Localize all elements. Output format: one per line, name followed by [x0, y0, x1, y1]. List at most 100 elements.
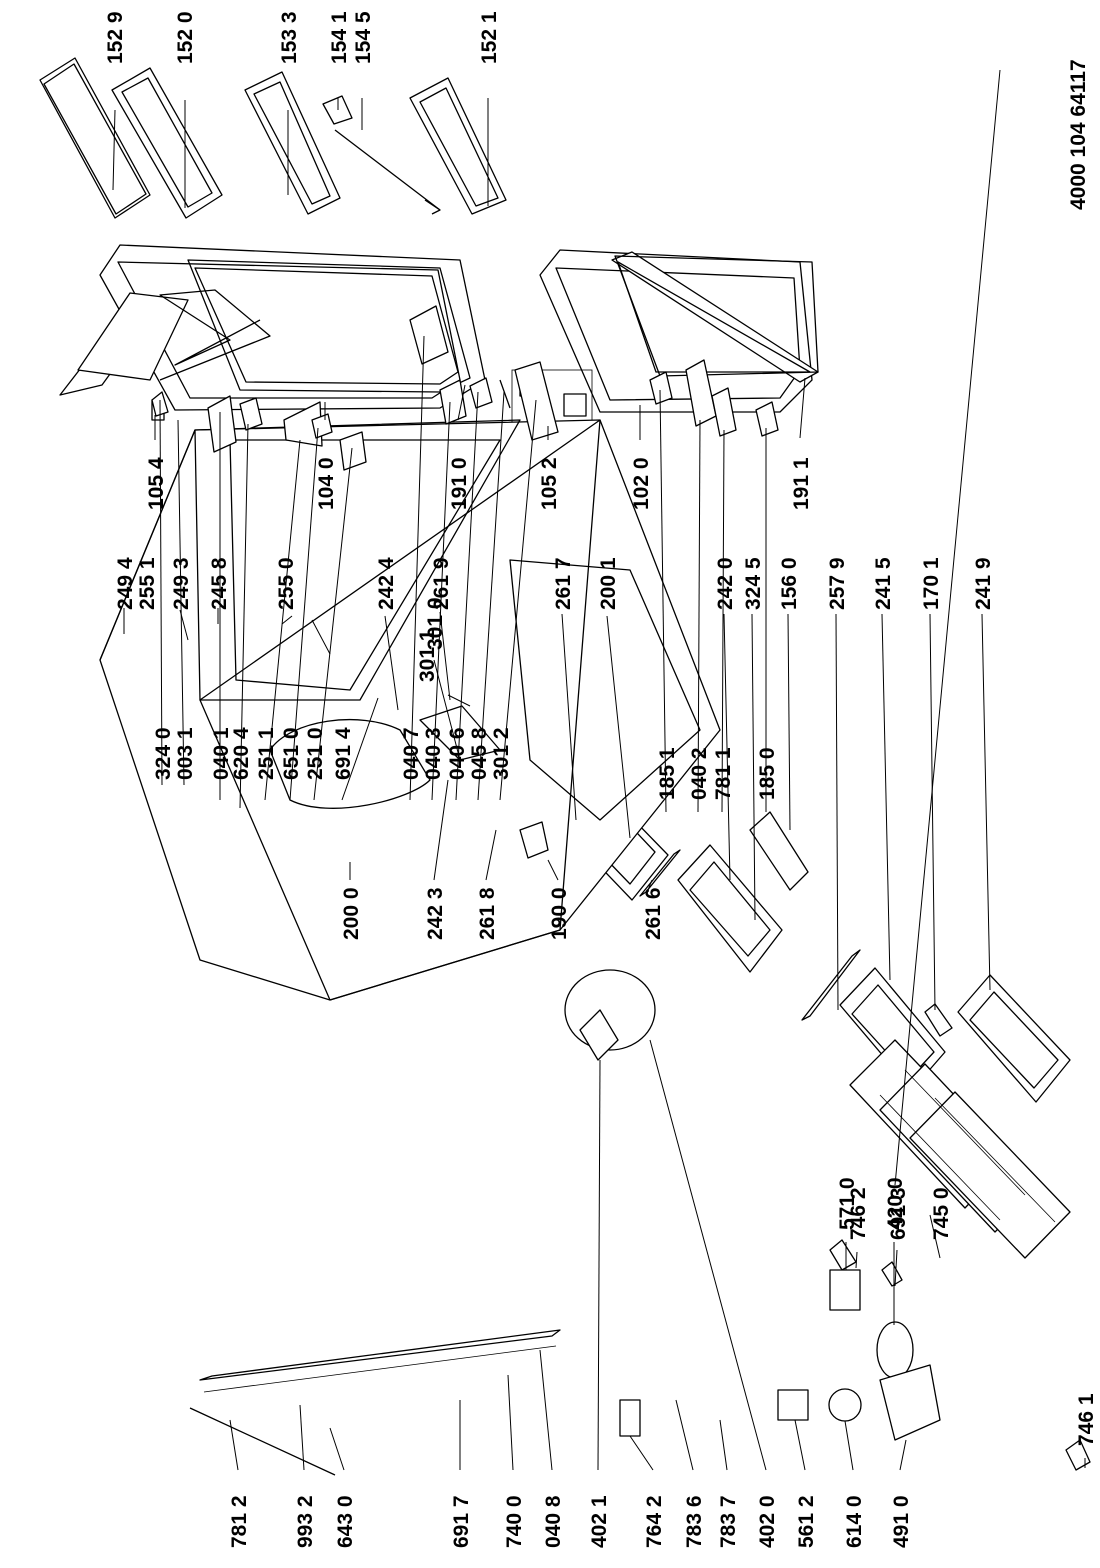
- label-1851: 185 1: [656, 747, 679, 800]
- label-2493: 249 3: [170, 557, 193, 610]
- door-bin-1533: [244, 71, 341, 215]
- label-3010: 301 0: [424, 597, 447, 650]
- label-6140: 614 0: [843, 1495, 866, 1548]
- compressor-4020: [564, 969, 656, 1061]
- freezer-gasket-1911: [611, 251, 819, 383]
- document-number: 4000 104 64117: [1067, 59, 1090, 210]
- label-7642: 764 2: [643, 1495, 666, 1548]
- label-3245: 324 5: [742, 557, 765, 610]
- label-6913: 691 3: [887, 1187, 910, 1240]
- evaporator-coil-2458: [159, 289, 271, 381]
- label-2550: 255 0: [275, 557, 298, 610]
- label-1545: 154 5: [352, 11, 375, 64]
- wire-racks-7450: [849, 1039, 1071, 1259]
- label-2617: 261 7: [552, 557, 575, 610]
- freezer-drawer-2420: [677, 844, 783, 973]
- label-4021: 402 1: [588, 1495, 611, 1548]
- small-part-7811: [711, 387, 737, 437]
- label-6510: 651 0: [280, 727, 303, 780]
- part-labels: 4000 104 64117 152 9 152 0 153 3 154 1 1…: [104, 11, 1098, 1548]
- label-7837: 783 7: [717, 1495, 740, 1548]
- label-3012: 301 2: [490, 727, 513, 780]
- label-2419: 241 9: [972, 557, 995, 610]
- label-2616: 261 6: [642, 887, 665, 940]
- label-4020: 402 0: [756, 1495, 779, 1548]
- label-2511: 251 1: [255, 727, 278, 780]
- small-part-1850: [755, 401, 779, 437]
- lamp-6510: [311, 413, 333, 439]
- label-4200: 420 0: [884, 1177, 907, 1230]
- wire-rod-1545: [334, 129, 441, 215]
- label-4910: 491 0: [890, 1495, 913, 1548]
- label-1054: 105 4: [145, 457, 168, 510]
- label-0406: 040 6: [446, 727, 469, 780]
- label-1052: 105 2: [538, 457, 561, 510]
- label-1911: 191 1: [790, 457, 813, 510]
- small-part-7461: [1065, 1439, 1091, 1471]
- label-1850: 185 0: [756, 747, 779, 800]
- label-2579: 257 9: [826, 557, 849, 610]
- label-1533: 153 3: [278, 11, 301, 64]
- label-5612: 561 2: [795, 1495, 818, 1548]
- small-part-0407: [409, 305, 449, 365]
- label-2424: 242 4: [375, 557, 398, 610]
- label-1529: 152 9: [104, 11, 127, 64]
- condenser-7400: [199, 1329, 561, 1393]
- label-3240: 324 0: [152, 727, 175, 780]
- label-3011: 301 1: [416, 629, 439, 682]
- cover-4910: [879, 1364, 941, 1441]
- capacitor-4200: [876, 1321, 914, 1379]
- label-7812: 781 2: [228, 1495, 251, 1548]
- label-1560: 156 0: [778, 557, 801, 610]
- label-0401: 040 1: [210, 727, 233, 780]
- label-0031: 003 1: [174, 727, 197, 780]
- door-bin-1520: [111, 67, 223, 219]
- label-1020: 102 0: [630, 457, 653, 510]
- label-0458: 045 8: [468, 727, 491, 780]
- thermostat-5612: [777, 1389, 809, 1421]
- label-6204: 620 4: [230, 727, 253, 780]
- label-2001: 200 1: [597, 557, 620, 610]
- label-5710: 571 0: [836, 1177, 859, 1230]
- label-2423: 242 3: [424, 887, 447, 940]
- door-bin-1521: [409, 77, 507, 215]
- label-9932: 993 2: [294, 1495, 317, 1548]
- label-0407: 040 7: [400, 727, 423, 780]
- label-2000: 200 0: [340, 887, 363, 940]
- small-part-6913: [881, 1261, 903, 1287]
- cabinet: [99, 419, 721, 1001]
- label-7461: 746 1: [1075, 1393, 1098, 1446]
- label-0402: 040 2: [688, 747, 711, 800]
- tube-7812: [189, 1407, 336, 1476]
- small-part-1701: [924, 1003, 953, 1037]
- label-1040: 104 0: [315, 457, 338, 510]
- lamp-cover-2511: [283, 401, 323, 447]
- filter-7642: [619, 1399, 641, 1437]
- label-1541: 154 1: [328, 11, 351, 64]
- freezer-door-1020: [539, 249, 813, 413]
- freezer-drawer-2419: [957, 974, 1071, 1103]
- label-1521: 152 1: [478, 11, 501, 64]
- label-1900: 190 0: [548, 887, 571, 940]
- label-0408: 040 8: [542, 1495, 565, 1548]
- small-part-7462: [829, 1239, 857, 1271]
- label-1910: 191 0: [448, 457, 471, 510]
- screw-0458: [499, 379, 511, 409]
- label-6917: 691 7: [450, 1495, 473, 1548]
- control-panel-3012: [514, 361, 559, 441]
- label-2420: 242 0: [714, 557, 737, 610]
- small-part-0401: [207, 395, 237, 453]
- knob-6140: [828, 1388, 862, 1422]
- label-7811: 781 1: [712, 747, 735, 800]
- label-2618: 261 8: [476, 887, 499, 940]
- label-7450: 745 0: [930, 1187, 953, 1240]
- label-7836: 783 6: [683, 1495, 706, 1548]
- small-part-6204: [239, 397, 263, 431]
- label-2458: 245 8: [208, 557, 231, 610]
- label-7462: 746 2: [847, 1187, 870, 1240]
- ice-tray-1560: [749, 811, 809, 891]
- label-7400: 740 0: [503, 1495, 526, 1548]
- label-2494: 249 4: [114, 557, 137, 610]
- label-2510: 251 0: [304, 727, 327, 780]
